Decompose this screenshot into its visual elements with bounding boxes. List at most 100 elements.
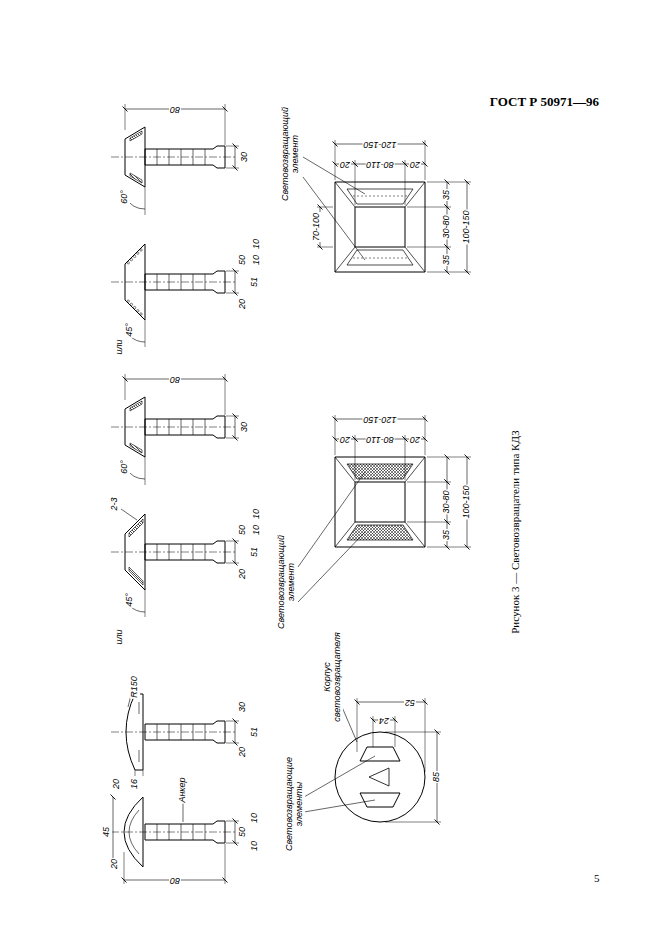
rib (157, 419, 158, 435)
rib (157, 824, 158, 840)
dimension-label: 70-100 (312, 212, 322, 242)
dim-tick (445, 180, 450, 185)
edge (335, 182, 355, 207)
dimension-label: 35 (442, 529, 452, 541)
extension-line (407, 247, 451, 248)
extension-line (226, 721, 239, 722)
dimension-label: 20 (409, 159, 421, 169)
extension-line (226, 438, 239, 439)
top-face (355, 482, 405, 522)
rib (181, 149, 182, 165)
leader-line (304, 756, 375, 797)
reflector-dot (127, 262, 129, 264)
extension-line (427, 272, 471, 273)
dim-tick (318, 205, 323, 210)
rib (193, 419, 194, 435)
dimension-label: 20 (339, 434, 351, 444)
reflector (130, 131, 142, 141)
rib (169, 724, 170, 740)
extension-line (427, 457, 471, 458)
page-number: 5 (594, 872, 600, 884)
reflector (347, 189, 413, 204)
dim-tick (423, 437, 428, 442)
dim-tick (233, 539, 238, 544)
dimension-label: 20 (238, 746, 248, 758)
extension-line (425, 698, 426, 772)
part-label: Световозвращающий элемент (277, 526, 297, 638)
extension-line (407, 522, 451, 523)
extension-line (145, 187, 146, 215)
dim-tick (333, 162, 338, 167)
anchor-stem (145, 821, 225, 843)
dim-tick (423, 417, 428, 422)
rib (181, 274, 182, 290)
rib (181, 824, 182, 840)
rib (181, 419, 182, 435)
extension-line (407, 482, 451, 483)
extension-line (135, 770, 136, 776)
dimension-line (235, 541, 236, 563)
dimension-label: 10 (252, 524, 262, 536)
dimension-label: 20 (339, 159, 351, 169)
dim-tick (445, 480, 450, 485)
anchor-stem (145, 271, 225, 293)
rib (169, 544, 170, 560)
extension-line (145, 590, 146, 617)
dim-tick (233, 144, 238, 149)
reflector (347, 525, 413, 540)
dim-tick (353, 437, 358, 442)
anchor-stem (145, 146, 225, 168)
dimension-label: 51 (250, 276, 260, 288)
dimension-label: 100-150 (462, 209, 472, 244)
center-line (111, 427, 237, 428)
dim-tick (223, 107, 228, 112)
rib (193, 149, 194, 165)
center-line (111, 732, 237, 733)
dimension-label: 120-150 (362, 414, 397, 424)
dim-tick (233, 166, 238, 171)
dimension-label: 85 (432, 771, 442, 783)
dimension-label: 35 (442, 254, 452, 266)
extension-line (425, 415, 426, 455)
edge (335, 247, 355, 272)
center-line (111, 282, 237, 283)
reflector-dot (140, 313, 142, 315)
dimension-label: или (115, 338, 125, 355)
extension-line (373, 716, 374, 747)
reflector (139, 702, 140, 714)
dim-tick (223, 878, 228, 883)
dim-tick (465, 180, 470, 185)
extension-line (407, 207, 451, 208)
dimension-line (113, 797, 114, 867)
leader-line (183, 802, 184, 822)
dim-tick (445, 455, 450, 460)
reflector (129, 567, 143, 585)
reflector-dot (130, 258, 132, 260)
rib (193, 824, 194, 840)
rib (181, 544, 182, 560)
rib (169, 419, 170, 435)
extension-line (355, 435, 356, 480)
rib (169, 274, 170, 290)
reflector (130, 173, 142, 183)
dimension-line (235, 821, 236, 843)
dimension-label: 51 (250, 546, 260, 558)
dimension-label: R150 (130, 675, 140, 699)
dimension-label: 20 (112, 778, 122, 790)
extension-line (226, 843, 239, 844)
housing (335, 457, 425, 547)
dim-tick (233, 741, 238, 746)
dimension-label: 10 (252, 508, 262, 520)
drawing (95, 92, 575, 892)
reflector-dot (140, 249, 142, 251)
dimension-label: 30-80 (442, 214, 452, 239)
dim-tick (445, 545, 450, 550)
dim-tick (403, 162, 408, 167)
dimension-label: 51 (250, 726, 260, 738)
dim-tick (445, 520, 450, 525)
dim-tick (423, 162, 428, 167)
extension-line (226, 563, 239, 564)
rib (205, 724, 206, 740)
dim-tick (233, 719, 238, 724)
dimension-label: 35 (442, 189, 452, 201)
